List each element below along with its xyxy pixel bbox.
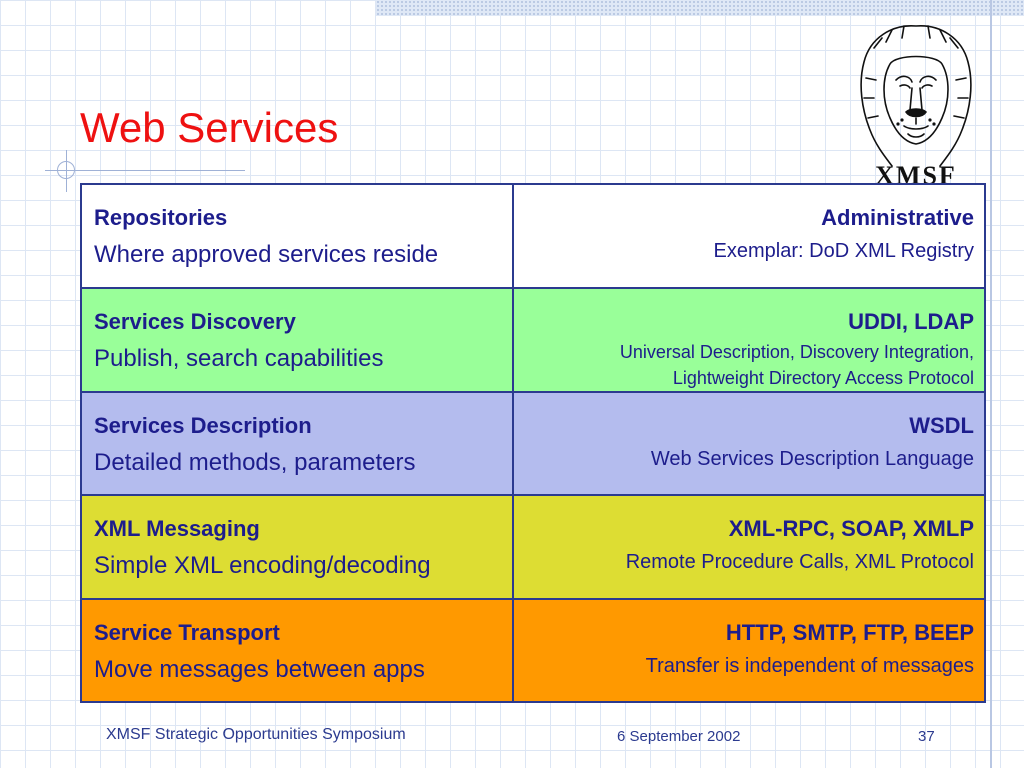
- layer-description: Detailed methods, parameters: [94, 448, 416, 476]
- layer-title: Repositories: [94, 205, 228, 230]
- stack-row-services-description: Services Description Detailed methods, p…: [82, 390, 984, 495]
- protocol-description: Web Services Description Language: [650, 447, 974, 470]
- stack-row-services-discovery: Services Discovery Publish, search capab…: [82, 286, 984, 391]
- protocol-description: Universal Description, Discovery Integra…: [619, 341, 974, 388]
- protocol-cell: HTTP, SMTP, FTP, BEEP Transfer is indepe…: [514, 600, 984, 702]
- protocol-title: UDDI, LDAP: [848, 308, 974, 334]
- protocol-title: Administrative: [821, 205, 974, 230]
- stack-row-repositories: Repositories Where approved services res…: [82, 185, 984, 287]
- right-decorative-rule: [990, 0, 992, 768]
- stack-row-service-transport: Service Transport Move messages between …: [82, 597, 984, 702]
- protocol-title: HTTP, SMTP, FTP, BEEP: [725, 619, 974, 645]
- layer-label-cell: Services Description Detailed methods, p…: [82, 392, 514, 494]
- layer-description: Publish, search capabilities: [94, 344, 384, 372]
- layer-label-cell: Repositories Where approved services res…: [82, 185, 514, 287]
- footer-date: 6 September 2002: [617, 728, 741, 745]
- layer-title: Services Description: [94, 412, 312, 438]
- protocol-title: WSDL: [909, 412, 974, 438]
- footer-page-number: 37: [918, 728, 935, 745]
- layer-label-cell: XML Messaging Simple XML encoding/decodi…: [82, 496, 514, 598]
- footer-event-name: XMSF Strategic Opportunities Symposium: [106, 726, 406, 743]
- layer-title: XML Messaging: [94, 516, 260, 541]
- protocol-cell: Administrative Exemplar: DoD XML Registr…: [514, 185, 984, 287]
- xmsf-lion-logo: XMSF: [860, 25, 972, 188]
- protocol-cell: UDDI, LDAP Universal Description, Discov…: [514, 289, 984, 391]
- title-circle-decoration: [57, 161, 75, 179]
- layer-label-cell: Services Discovery Publish, search capab…: [82, 288, 514, 391]
- layer-title: Service Transport: [94, 619, 280, 645]
- title-underline-decoration: [45, 170, 245, 171]
- protocol-description: Remote Procedure Calls, XML Protocol: [625, 551, 974, 573]
- layer-description: Where approved services reside: [94, 241, 439, 268]
- slide-title: Web Services: [80, 104, 339, 151]
- protocol-description: Transfer is independent of messages: [645, 654, 974, 677]
- protocol-cell: WSDL Web Services Description Language: [514, 393, 984, 495]
- layer-title: Services Discovery: [94, 308, 296, 334]
- layer-description: Move messages between apps: [94, 655, 425, 683]
- layer-description: Simple XML encoding/decoding: [94, 552, 431, 579]
- stack-row-xml-messaging: XML Messaging Simple XML encoding/decodi…: [82, 494, 984, 598]
- layer-label-cell: Service Transport Move messages between …: [82, 599, 514, 701]
- web-services-stack-table: Repositories Where approved services res…: [80, 183, 986, 703]
- protocol-description: Exemplar: DoD XML Registry: [713, 240, 974, 262]
- protocol-cell: XML-RPC, SOAP, XMLP Remote Procedure Cal…: [514, 496, 984, 598]
- top-decorative-band: [376, 0, 1024, 16]
- protocol-title: XML-RPC, SOAP, XMLP: [728, 516, 974, 541]
